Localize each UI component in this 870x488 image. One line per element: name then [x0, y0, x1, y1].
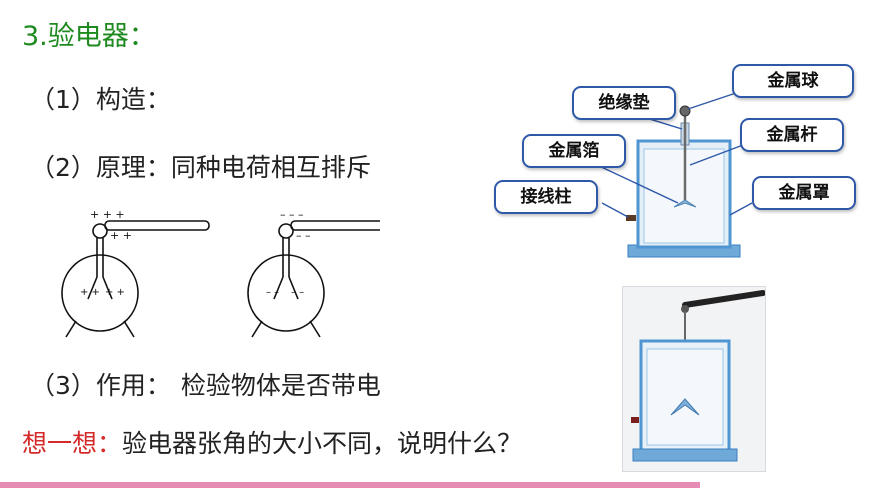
callout-insulator: 绝缘垫 [572, 86, 676, 120]
terminal [626, 215, 636, 221]
principle-text: 同种电荷相互排斥 [170, 153, 371, 182]
metal-ball [679, 105, 691, 117]
svg-text:– –: – – [291, 287, 304, 298]
metal-foil-spread [670, 398, 700, 416]
svg-text:– –: – – [296, 229, 311, 242]
principle-label: （2）原理： [30, 153, 171, 182]
electroscope-photo-drawing [631, 290, 766, 462]
structure-label: （1）构造： [30, 85, 171, 114]
callout-metal-foil: 金属箔 [522, 134, 626, 168]
metal-foil [673, 199, 697, 208]
principle-item: （2）原理：同种电荷相互排斥 [30, 148, 371, 184]
callout-metal-cover: 金属罩 [752, 176, 856, 210]
sketch-charged-rod-positive: + + + + + + + + + [61, 208, 210, 338]
function-label: （3）作用： [30, 371, 171, 400]
svg-text:+ +: + + [80, 287, 100, 298]
think-question: 想一想：验电器张角的大小不同，说明什么？ [22, 424, 522, 460]
svg-text:+ +: + + [110, 229, 132, 242]
svg-text:+ + +: + + + [90, 208, 125, 221]
function-item: （3）作用： 检验物体是否带电 [30, 366, 381, 402]
electroscope-photo-charged [622, 286, 766, 472]
charging-rod [682, 290, 766, 308]
electroscope-base [632, 448, 738, 462]
slide-title: 3.验电器： [22, 21, 156, 52]
think-text: 验电器张角的大小不同，说明什么？ [122, 429, 523, 458]
callout-metal-rod: 金属杆 [740, 118, 844, 152]
callout-metal-ball: 金属球 [732, 64, 854, 98]
electroscope-labeled-diagram [579, 90, 753, 258]
function-text: 检验物体是否带电 [180, 371, 381, 400]
svg-text:– – –: – – – [280, 208, 304, 221]
electroscope-sketches: + + + + + + + + + – – – – – – – – – [61, 208, 380, 338]
bottom-accent-bar [0, 482, 700, 488]
svg-text:– –: – – [266, 287, 279, 298]
sketch-charged-rod-negative: – – – – – – – – – [247, 208, 380, 338]
svg-text:+ +: + + [105, 287, 125, 298]
terminal [631, 417, 639, 423]
structure-item: （1）构造： [30, 80, 171, 116]
callout-terminal: 接线柱 [494, 180, 598, 214]
think-label: 想一想： [22, 429, 123, 458]
metal-ball [681, 305, 689, 313]
